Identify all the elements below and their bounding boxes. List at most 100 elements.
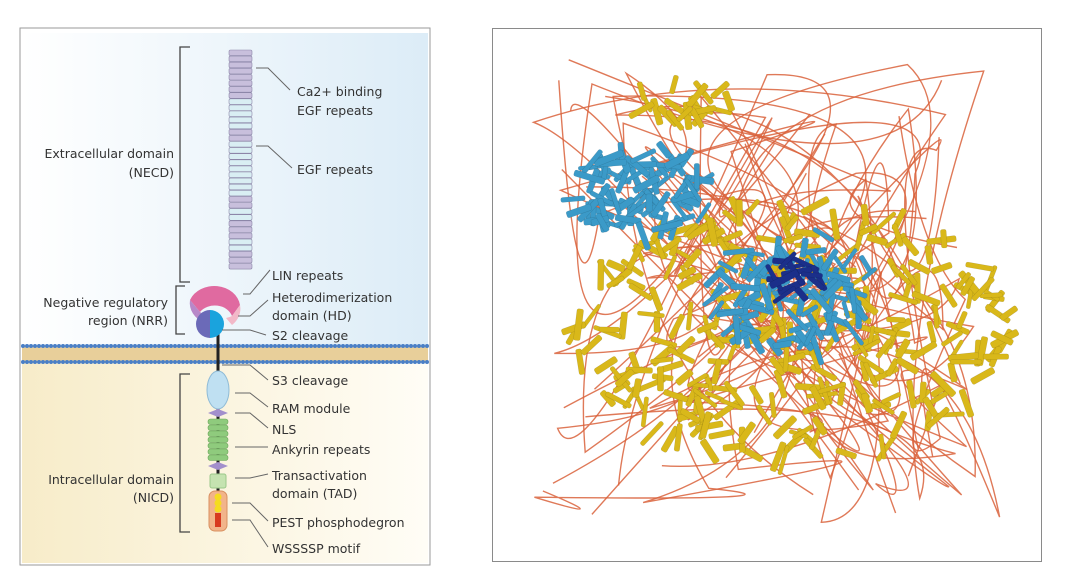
egf-repeat <box>228 238 253 246</box>
helix-core <box>769 269 800 289</box>
beta-sheet <box>663 389 689 403</box>
membrane-tails <box>22 346 428 362</box>
beta-sheet <box>773 369 788 399</box>
lipid-head <box>265 344 269 348</box>
beta-sheet <box>676 272 703 291</box>
helix <box>710 80 730 100</box>
beta-sheet <box>800 196 830 216</box>
beta-sheet <box>900 263 918 286</box>
egf-repeat <box>228 251 253 258</box>
lipid-head <box>397 360 401 364</box>
beta-sheet <box>735 199 744 227</box>
label-nicd: Intracellular domain <box>48 472 174 487</box>
lipid-head <box>189 360 193 364</box>
lipid-head <box>53 344 57 348</box>
beta-sheet <box>605 391 632 409</box>
beta-sheet <box>756 404 773 426</box>
lipid-head <box>141 344 145 348</box>
lipid-head <box>317 344 321 348</box>
beta-sheet <box>575 348 586 375</box>
lipid-head <box>329 344 333 348</box>
egf-repeat <box>228 92 253 99</box>
lipid-head <box>25 344 29 348</box>
helix <box>820 248 839 271</box>
lipid-head <box>197 344 201 348</box>
helix <box>609 187 622 216</box>
lipid-head <box>113 344 117 348</box>
helix <box>785 308 809 332</box>
beta-sheet <box>628 283 653 301</box>
beta-sheet <box>745 199 760 216</box>
lipid-head <box>413 344 417 348</box>
lipid-head <box>261 344 265 348</box>
lipid-head <box>45 344 49 348</box>
label-pest: PEST phosphodegron <box>272 515 405 530</box>
lipid-head <box>389 360 393 364</box>
beta-sheet <box>960 276 976 297</box>
lipid-head <box>213 344 217 348</box>
beta-sheet <box>871 211 897 235</box>
lipid-head <box>253 344 257 348</box>
lipid-head <box>97 360 101 364</box>
lipid-head <box>169 344 173 348</box>
leader-wssssp <box>232 519 269 548</box>
beta-sheet <box>890 264 911 285</box>
ankyrin-repeat <box>207 448 229 455</box>
helix <box>693 163 700 190</box>
helix <box>670 189 698 203</box>
lipid-head <box>425 344 429 348</box>
leader-s2 <box>222 329 267 336</box>
label-s2: S2 cleavage <box>272 328 349 343</box>
helix <box>809 288 833 314</box>
lipid-head <box>97 344 101 348</box>
label-necd-abbr: (NECD) <box>129 165 174 180</box>
lipid-head <box>297 360 301 364</box>
lipid-head <box>133 360 137 364</box>
beta-sheet <box>863 361 879 388</box>
lipid-head <box>153 360 157 364</box>
lipid-head <box>109 360 113 364</box>
lipid-head <box>357 360 361 364</box>
beta-sheet <box>872 398 895 415</box>
hd-domain-left <box>196 310 210 338</box>
helix <box>669 74 679 95</box>
helix <box>823 279 844 300</box>
helix <box>722 90 736 112</box>
leader-tad <box>235 473 269 479</box>
lipid-head <box>105 344 109 348</box>
helix <box>636 81 647 101</box>
lipid-head <box>173 360 177 364</box>
lipid-head <box>285 344 289 348</box>
helix <box>629 148 657 164</box>
lipid-head <box>273 360 277 364</box>
lipid-head <box>361 360 365 364</box>
lipid-head <box>153 344 157 348</box>
lipid-head <box>397 344 401 348</box>
lipid-head <box>77 360 81 364</box>
beta-sheet <box>940 229 948 249</box>
beta-sheet <box>888 292 919 306</box>
egf-repeat <box>228 196 253 203</box>
lipid-head <box>417 360 421 364</box>
helix <box>849 287 858 314</box>
lipid-head <box>401 344 405 348</box>
egf-repeat <box>228 110 253 117</box>
beta-sheet <box>911 290 941 307</box>
lipid-head <box>85 344 89 348</box>
lipid-head <box>361 344 365 348</box>
egf-repeat <box>228 226 253 233</box>
lipid-head <box>21 360 25 364</box>
lipid-head <box>225 360 229 364</box>
lipid-head <box>321 344 325 348</box>
lipid-head <box>277 344 281 348</box>
helix-core <box>772 286 796 304</box>
lipid-head <box>129 360 133 364</box>
beta-sheet <box>955 272 972 290</box>
lipid-head <box>121 344 125 348</box>
lipid-head <box>93 360 97 364</box>
beta-sheet <box>875 338 892 359</box>
beta-sheet <box>675 369 694 386</box>
lipid-head <box>49 360 53 364</box>
phospho-site <box>214 493 222 501</box>
egf-repeat <box>228 104 253 111</box>
